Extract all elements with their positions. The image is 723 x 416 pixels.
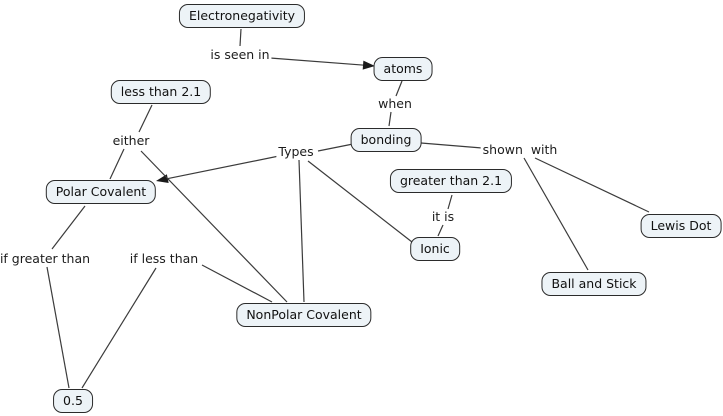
edge-polar-covalent-if-greater-than [51, 205, 86, 250]
edge-when-bonding [388, 111, 392, 127]
arrowhead-into-polar-covalent [156, 174, 169, 184]
edge-either-nonpolar-covalent [140, 150, 288, 303]
link-label-if-greater-than[interactable]: if greater than [0, 252, 93, 266]
edge-electronegativity-is-seen-in [239, 28, 242, 47]
concept-atoms[interactable]: atoms [373, 57, 433, 81]
arrowhead-into-atoms [362, 60, 375, 70]
concept-nonpolar-covalent[interactable]: NonPolar Covalent [236, 303, 372, 327]
concept-bonding[interactable]: bonding [350, 128, 422, 152]
edge-it-is-ionic [437, 224, 444, 237]
edge-less-than-2-1-either [138, 104, 153, 133]
edge-types-ionic [307, 160, 413, 243]
edge-atoms-when [395, 80, 403, 97]
concept-less-than-2-1[interactable]: less than 2.1 [110, 80, 212, 104]
edge-bonding-types [317, 143, 354, 152]
concept-greater-than-2-1[interactable]: greater than 2.1 [389, 169, 513, 193]
concept-ball-and-stick[interactable]: Ball and Stick [541, 272, 647, 296]
link-label-is-seen-in[interactable]: is seen in [208, 47, 272, 62]
edge-is-seen-in-atoms [269, 57, 367, 66]
concept-lewis-dot[interactable]: Lewis Dot [640, 214, 722, 238]
edge-if-less-than-nonpolar-covalent [201, 264, 273, 303]
concept-electronegativity[interactable]: Electronegativity [178, 4, 306, 28]
link-label-it-is[interactable]: it is [429, 209, 457, 224]
concept-polar-covalent[interactable]: Polar Covalent [45, 180, 157, 204]
concept-0-5[interactable]: 0.5 [53, 389, 93, 413]
edge-greater-than-2-1-it-is [447, 194, 453, 210]
edge-if-greater-than-zero-point-five [46, 266, 70, 389]
edge-either-polar-covalent [109, 148, 125, 180]
link-label-when[interactable]: when [376, 96, 414, 111]
link-label-either[interactable]: either [110, 133, 152, 148]
edge-shown-with-lewis-dot [534, 157, 650, 213]
link-label-types[interactable]: Types [276, 144, 316, 159]
edge-shown-with-ball-and-stick [523, 157, 589, 271]
edge-bonding-shown-with [420, 142, 483, 149]
concept-ionic[interactable]: Ionic [410, 237, 460, 261]
edge-if-less-than-zero-point-five [81, 267, 157, 389]
edge-types-polar-covalent [164, 155, 280, 180]
link-label-shown-with[interactable]: shown with [480, 142, 560, 157]
edge-types-nonpolar-covalent [298, 159, 305, 303]
link-label-if-less-than[interactable]: if less than [127, 251, 201, 266]
